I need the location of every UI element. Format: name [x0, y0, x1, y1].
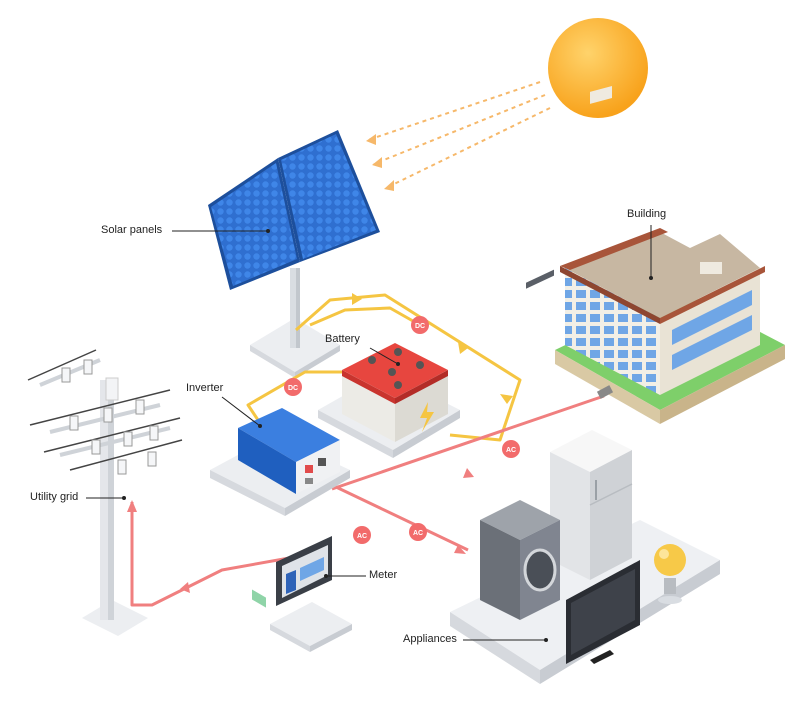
building	[555, 86, 785, 424]
solar-panels	[208, 130, 380, 290]
label-building: Building	[627, 208, 667, 220]
tag-dc-1: DC	[411, 316, 429, 334]
svg-text:AC: AC	[357, 533, 367, 540]
label-inverter: Inverter	[186, 382, 224, 394]
sun-rays	[367, 81, 551, 189]
label-solar-panels: Solar panels	[101, 224, 163, 236]
panel-base	[250, 268, 340, 378]
tag-ac-1: AC	[502, 440, 520, 458]
plug-connector	[596, 385, 614, 399]
svg-text:AC: AC	[506, 447, 516, 454]
tag-ac-2: AC	[353, 526, 371, 544]
lightning-bolt-icon	[420, 402, 434, 432]
utility-grid-pole	[27, 349, 183, 636]
label-battery: Battery	[325, 333, 360, 345]
svg-text:DC: DC	[288, 385, 298, 392]
label-utility-grid: Utility grid	[30, 491, 79, 503]
leader-lines	[86, 225, 652, 641]
svg-text:AC: AC	[413, 530, 423, 537]
ray-arrowheads	[366, 134, 394, 191]
light-bulb-icon	[654, 544, 686, 604]
dc-wiring	[246, 293, 522, 442]
tag-ac-3: AC	[409, 523, 427, 541]
inverter	[238, 408, 340, 608]
label-meter: Meter	[369, 569, 398, 581]
washing-machine	[480, 269, 560, 620]
refrigerator	[550, 430, 633, 580]
label-appliances: Appliances	[403, 633, 457, 645]
leader-dots	[122, 229, 653, 642]
ac-wiring	[130, 394, 605, 607]
svg-text:DC: DC	[415, 323, 425, 330]
meter	[270, 536, 352, 652]
sun-icon	[548, 18, 648, 118]
battery	[342, 343, 448, 442]
television	[566, 560, 640, 664]
ac-arrowheads	[127, 468, 474, 593]
tag-dc-2: DC	[284, 378, 302, 396]
dc-arrowheads	[352, 293, 513, 404]
